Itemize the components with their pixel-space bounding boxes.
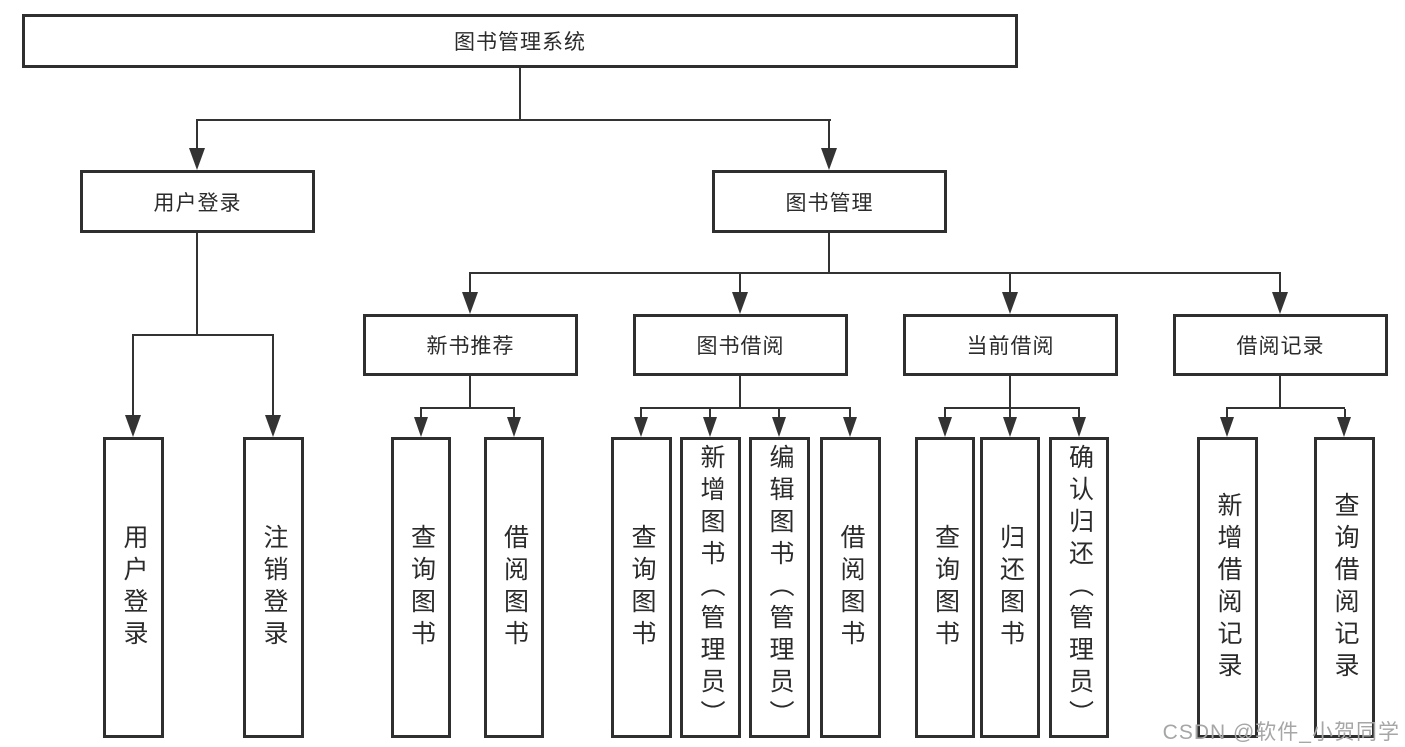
connector-line [132, 336, 134, 415]
leaf-label: 确认归还（管理员） [1065, 443, 1094, 732]
connector-line [739, 376, 741, 408]
node-leaf-borrow-query-book: 查询图书 [611, 437, 672, 738]
node-book-borrow-label: 图书借阅 [696, 335, 785, 358]
connector-line [1009, 376, 1011, 408]
arrow-down-icon [507, 417, 521, 437]
connector-line [640, 407, 851, 409]
arrow-down-icon [938, 417, 952, 437]
connector-line [420, 407, 515, 409]
node-new-book-recommend-label: 新书推荐 [426, 335, 515, 358]
node-user-login-label: 用户登录 [153, 191, 242, 215]
connector-line [828, 233, 830, 274]
leaf-label: 查询图书 [628, 523, 656, 652]
leaf-label: 查询图书 [931, 523, 960, 652]
connector-line [709, 409, 711, 418]
node-leaf-add-book-admin: 新增图书（管理员） [680, 437, 741, 738]
node-book-management: 图书管理 [712, 170, 947, 233]
connector-line [640, 409, 642, 418]
leaf-label: 用户登录 [120, 523, 148, 652]
node-book-borrow: 图书借阅 [633, 314, 848, 376]
connector-line [519, 68, 521, 120]
arrow-down-icon [189, 148, 205, 170]
connector-line [1009, 409, 1011, 418]
node-book-management-label: 图书管理 [785, 191, 874, 215]
arrow-down-icon [843, 417, 857, 437]
connector-line [196, 121, 198, 150]
connector-line [1279, 376, 1281, 408]
leaf-label: 归还图书 [996, 523, 1025, 652]
node-leaf-borrow-book: 借阅图书 [820, 437, 881, 738]
node-current-borrow: 当前借阅 [903, 314, 1118, 376]
arrow-down-icon [265, 415, 281, 437]
node-leaf-return-book: 归还图书 [980, 437, 1040, 738]
connector-line [1226, 409, 1228, 418]
node-new-book-recommend: 新书推荐 [363, 314, 578, 376]
node-root-label: 图书管理系统 [454, 31, 586, 54]
leaf-label: 查询图书 [407, 523, 436, 652]
node-leaf-logout: 注销登录 [243, 437, 304, 738]
connector-line [1279, 274, 1281, 294]
arrow-down-icon [703, 417, 717, 437]
leaf-label: 查询借阅记录 [1331, 491, 1359, 684]
leaf-label: 注销登录 [260, 523, 288, 652]
connector-line [739, 274, 741, 294]
node-leaf-confirm-return-admin: 确认归还（管理员） [1049, 437, 1109, 738]
node-borrow-records: 借阅记录 [1173, 314, 1388, 376]
connector-line [1078, 409, 1080, 418]
connector-line [1226, 407, 1345, 409]
leaf-label: 新增借阅记录 [1214, 491, 1242, 684]
connector-line [849, 409, 851, 418]
connector-line [420, 409, 422, 418]
node-borrow-records-label: 借阅记录 [1236, 335, 1325, 358]
leaf-label: 编辑图书（管理员） [766, 443, 794, 732]
connector-line [196, 119, 831, 121]
arrow-down-icon [821, 148, 837, 170]
arrow-down-icon [1272, 292, 1288, 314]
arrow-down-icon [772, 417, 786, 437]
connector-line [944, 407, 1080, 409]
node-root: 图书管理系统 [22, 14, 1018, 68]
connector-line [469, 376, 471, 408]
arrow-down-icon [414, 417, 428, 437]
leaf-label: 新增图书（管理员） [697, 443, 725, 732]
arrow-down-icon [732, 292, 748, 314]
arrow-down-icon [1002, 292, 1018, 314]
connector-line [196, 233, 198, 335]
node-leaf-add-borrow-record: 新增借阅记录 [1197, 437, 1258, 738]
arrow-down-icon [634, 417, 648, 437]
node-leaf-query-borrow-record: 查询借阅记录 [1314, 437, 1375, 738]
arrow-down-icon [1337, 417, 1351, 437]
connector-line [469, 274, 471, 294]
node-leaf-user-login: 用户登录 [103, 437, 164, 738]
connector-line [469, 272, 1281, 274]
connector-line [513, 409, 515, 418]
csdn-watermark: CSDN @软件_小贺同学 [1162, 721, 1400, 744]
node-user-login: 用户登录 [80, 170, 315, 233]
connector-line [272, 336, 274, 415]
arrow-down-icon [1220, 417, 1234, 437]
arrow-down-icon [462, 292, 478, 314]
node-current-borrow-label: 当前借阅 [966, 335, 1055, 358]
leaf-label: 借阅图书 [837, 523, 865, 652]
connector-line [1344, 409, 1346, 418]
arrow-down-icon [1003, 417, 1017, 437]
node-leaf-recommend-borrow-book: 借阅图书 [484, 437, 544, 738]
connector-line [1009, 274, 1011, 294]
arrow-down-icon [1072, 417, 1086, 437]
node-leaf-current-query-book: 查询图书 [915, 437, 975, 738]
connector-line [778, 409, 780, 418]
arrow-down-icon [125, 415, 141, 437]
connector-line [828, 121, 830, 150]
leaf-label: 借阅图书 [500, 523, 529, 652]
node-leaf-recommend-query-book: 查询图书 [391, 437, 451, 738]
node-leaf-edit-book-admin: 编辑图书（管理员） [749, 437, 810, 738]
connector-line [132, 334, 274, 336]
connector-line [944, 409, 946, 418]
